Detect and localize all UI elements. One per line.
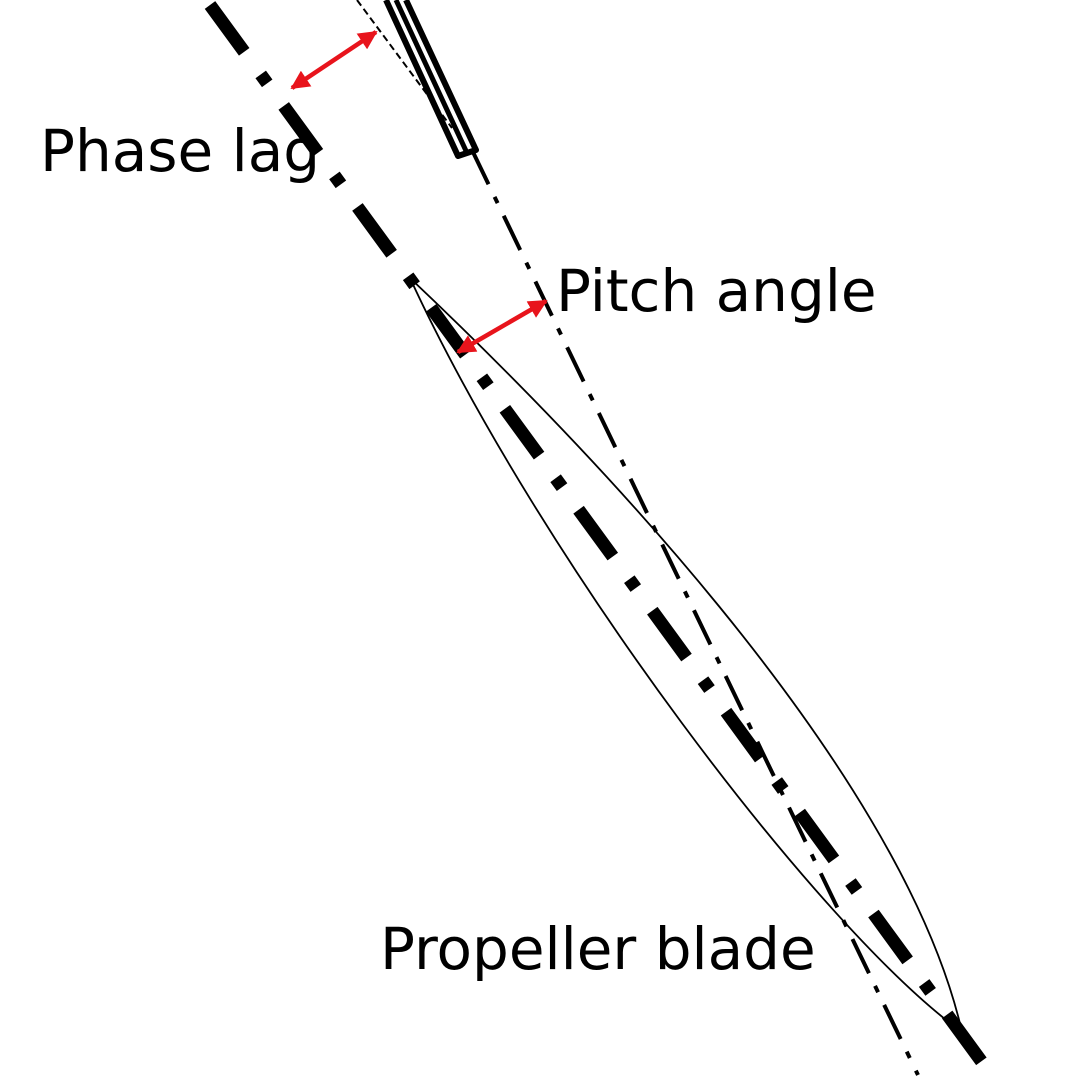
- pitch-angle-label: Pitch angle: [556, 257, 877, 325]
- blade-chord-line: [204, 1, 1001, 1080]
- upper-rod: [383, 0, 479, 159]
- propeller-blade-label: Propeller blade: [380, 915, 816, 983]
- phase-lag-label: Phase lag: [40, 117, 321, 185]
- pitch-angle-arrow: [456, 299, 548, 354]
- propeller-blade-outline: [409, 277, 964, 1035]
- phase-lag-arrow: [290, 30, 378, 90]
